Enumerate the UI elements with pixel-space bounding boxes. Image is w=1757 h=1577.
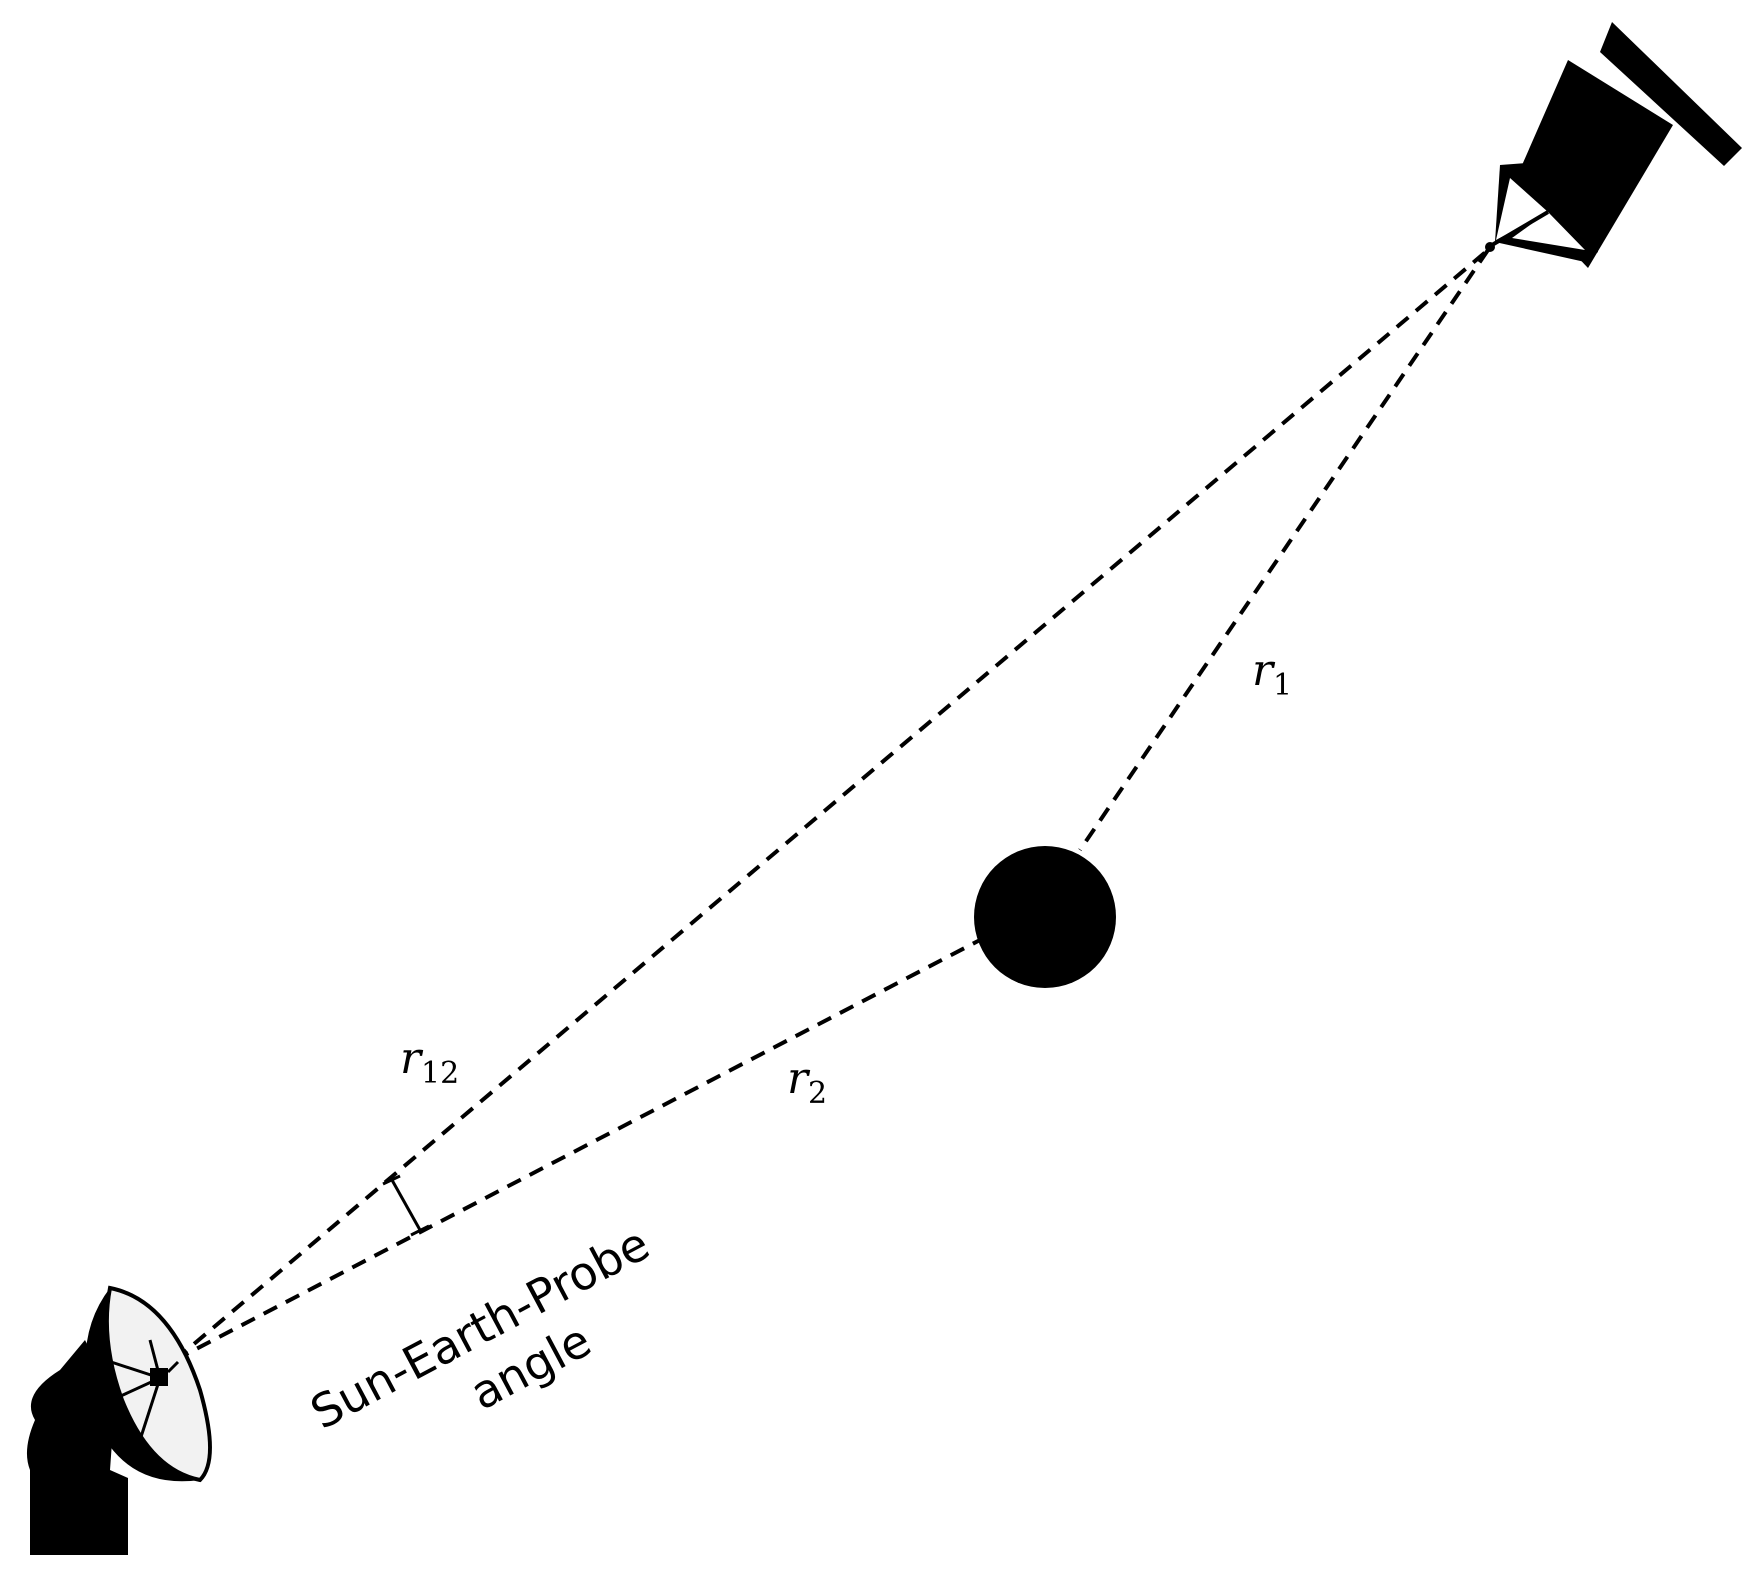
- r12-path: [173, 248, 1490, 1362]
- angle-label: Sun-Earth-Probe angle: [302, 1216, 658, 1440]
- label-r12: r12: [400, 1033, 459, 1091]
- sun-disc-icon: [974, 846, 1116, 988]
- radio-telescope-dish-icon: [26, 1285, 212, 1555]
- r1-path: [1078, 248, 1490, 852]
- label-r2: r2: [787, 1053, 827, 1111]
- space-probe-icon: [1485, 22, 1742, 268]
- angle-marker: [382, 1174, 430, 1237]
- r2-path: [174, 938, 981, 1362]
- label-r1: r1: [1252, 645, 1292, 703]
